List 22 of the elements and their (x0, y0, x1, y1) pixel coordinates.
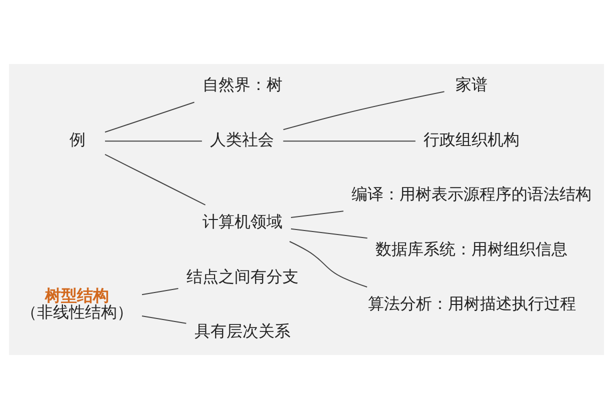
connector (104, 140, 202, 142)
connector (141, 315, 186, 324)
node-text: 例 (68, 130, 85, 149)
node-text: 树型结构 （非线性结构） (20, 286, 133, 322)
node-text: 自然界：树 (202, 75, 282, 94)
node-text: 行政组织机构 (423, 130, 520, 149)
connector (104, 154, 206, 206)
connector (282, 91, 444, 130)
connector (104, 102, 194, 133)
node-text: 家谱 (455, 75, 488, 94)
node-text: 算法分析：用树描述执行过程 (367, 294, 576, 314)
node-text: 人类社会 (210, 130, 274, 149)
node-text: 计算机领域 (202, 212, 282, 232)
connector (290, 210, 343, 218)
node-text: 数据库系统：用树组织信息 (374, 239, 567, 258)
node-text: 具有层次关系 (194, 322, 290, 341)
connector (290, 228, 367, 239)
node-text: 结点之间有分支 (186, 266, 298, 286)
connector (141, 288, 178, 296)
connector (288, 241, 367, 288)
node-text: 编译：用树表示源程序的语法结构 (351, 184, 592, 204)
connector (282, 140, 415, 142)
